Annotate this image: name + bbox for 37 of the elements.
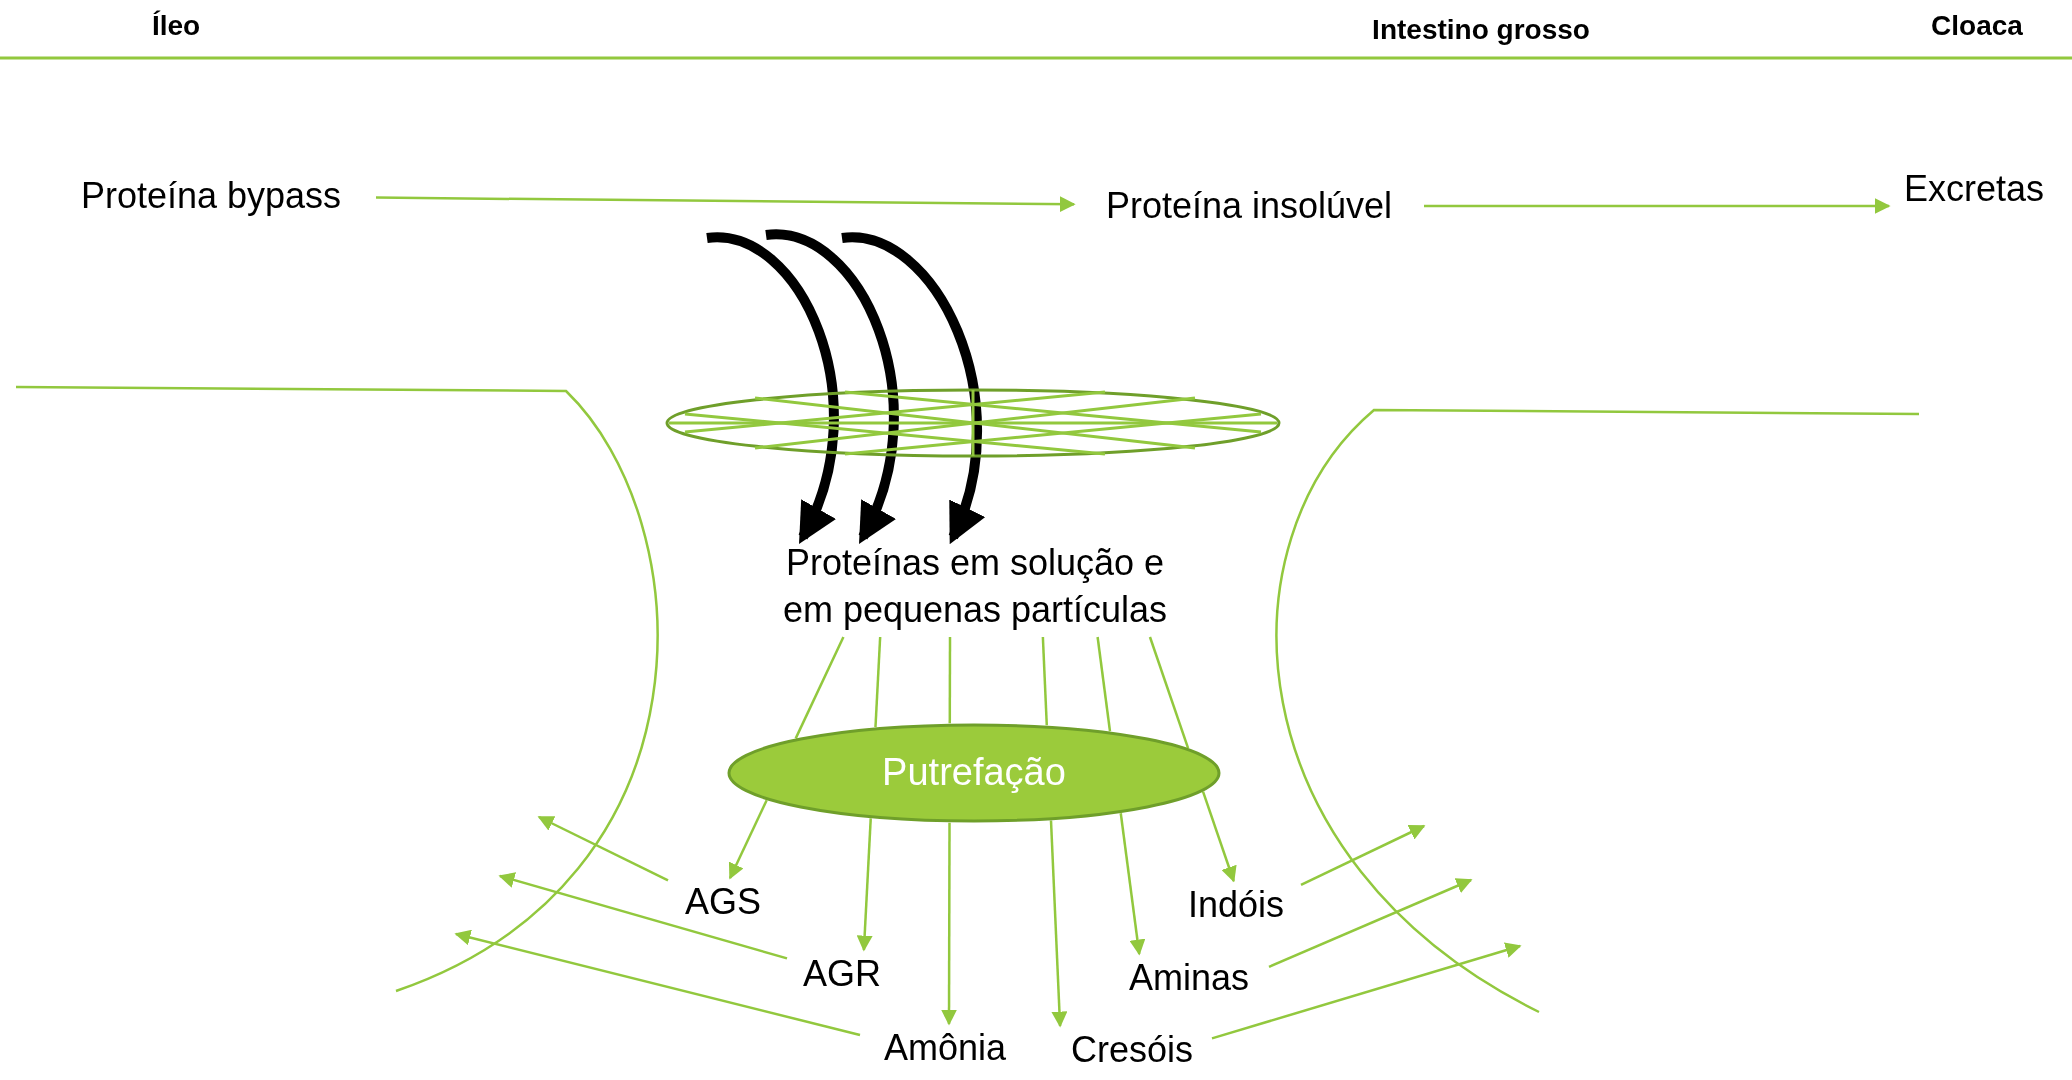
connector-line (1041, 636, 1048, 726)
connector-line (794, 636, 845, 739)
arrow (1424, 198, 1891, 214)
node-label: Putrefação (882, 750, 1066, 796)
arrow (454, 929, 861, 1037)
arrow (1201, 791, 1237, 883)
connector-line (1096, 636, 1112, 732)
arrow (376, 196, 1076, 213)
section-heading: Intestino grosso (1372, 13, 1590, 47)
arrow (706, 233, 839, 545)
section-heading: Íleo (151, 9, 201, 43)
node-label: Cresóis (1071, 1027, 1193, 1072)
node-label: Aminas (1128, 955, 1249, 1000)
node-label: Proteínas em solução e em pequenas partículas (781, 541, 1169, 632)
arrow (498, 872, 788, 960)
arrow (1049, 820, 1068, 1028)
connector-line (874, 636, 882, 728)
node-label: Indóis (1187, 882, 1285, 927)
node-label: AGS (685, 879, 761, 924)
node-label: Proteína insolúvel (1105, 183, 1393, 228)
arrow (1268, 878, 1473, 968)
node-label: Amônia (883, 1025, 1007, 1070)
arrow (1300, 824, 1426, 887)
section-heading: Cloaca (1931, 9, 2023, 43)
node-label: Proteína bypass (80, 173, 342, 218)
arrow (941, 822, 958, 1026)
node-label: AGR (803, 951, 881, 996)
arrow (765, 230, 899, 545)
arrow (1211, 942, 1522, 1040)
connector-line (948, 637, 952, 724)
arrow (537, 815, 669, 882)
arrow (728, 799, 768, 880)
arrow (856, 818, 873, 952)
connector-line (1148, 636, 1190, 749)
arrow (1119, 813, 1146, 956)
node-label: Excretas (1903, 166, 2044, 211)
arrow (841, 233, 984, 545)
